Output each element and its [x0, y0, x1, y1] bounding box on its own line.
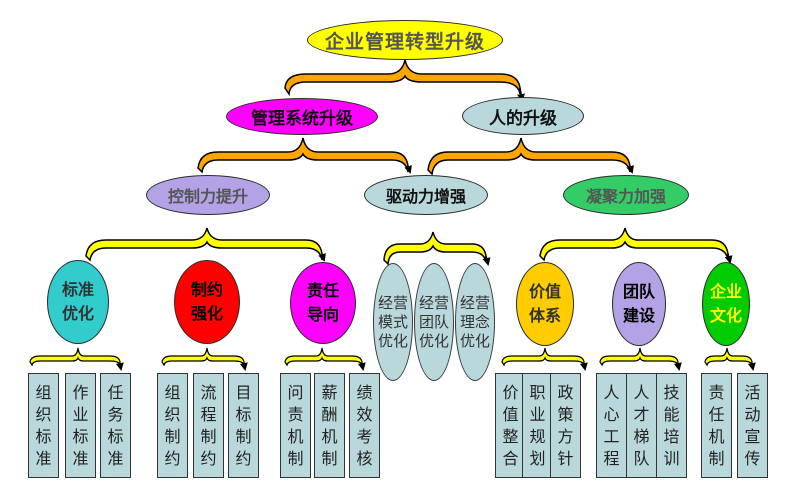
leaf-label: 人 才 梯 队	[633, 382, 650, 468]
team-building-node: 团队 建设	[612, 262, 666, 346]
leaf-box: 责 任 机 制	[701, 373, 732, 478]
leaf-label: 职 业 规 划	[529, 382, 546, 468]
drive-enhancement-node: 驱动力增强	[364, 175, 488, 215]
cohesion-strengthening-node: 凝聚力加强	[563, 175, 689, 215]
cohesion-brace	[539, 227, 729, 262]
leaf-box: 政 策 方 针	[550, 373, 581, 478]
drive-enhancement-label: 驱动力增强	[385, 187, 466, 206]
system-brace	[197, 137, 409, 174]
control-brace	[85, 227, 323, 262]
drive-brace	[383, 231, 487, 266]
leaf-label: 组 织 制 约	[164, 382, 181, 468]
leaf-brackets	[29, 347, 756, 371]
leaf-bracket-arrow	[239, 362, 248, 371]
leaf-box: 任 务 标 准	[100, 373, 131, 478]
leaf-bracket	[29, 347, 121, 367]
standard-optimization-node: 标准 优化	[47, 260, 109, 344]
leaf-label: 责 任 机 制	[708, 382, 725, 468]
leaf-box: 薪 酬 机 制	[314, 373, 345, 478]
drive-item-business-model: 经营 模式 优化	[373, 263, 413, 381]
management-system-upgrade-label: 管理系统升级	[251, 109, 353, 129]
management-system-upgrade-node: 管理系统升级	[226, 98, 378, 135]
leaf-box: 问 责 机 制	[280, 373, 311, 478]
leaf-bracket	[501, 347, 585, 367]
leaf-label: 价 值 整 合	[502, 382, 519, 468]
people-upgrade-node: 人的升级	[462, 97, 584, 135]
leaf-label: 任 务 标 准	[107, 382, 124, 468]
leaf-box: 组 织 标 准	[28, 373, 59, 478]
corporate-culture-label: 企业 文化	[709, 282, 742, 325]
leaf-box: 人 才 梯 队	[626, 373, 657, 478]
leaf-label: 流 程 制 约	[200, 382, 217, 468]
control-improvement-label: 控制力提升	[167, 187, 248, 206]
leaf-box: 人 心 工 程	[596, 373, 627, 478]
leaf-bracket	[284, 347, 363, 367]
leaf-bracket-arrow	[115, 362, 124, 371]
leaf-label: 问 责 机 制	[287, 382, 304, 468]
drive-item-business-team: 经营 团队 优化	[414, 263, 454, 381]
leaf-box: 目 标 制 约	[228, 373, 259, 478]
leaf-label: 绩 效 考 核	[356, 382, 373, 468]
leaf-label: 技 能 培 训	[663, 382, 680, 468]
leaf-bracket-arrow	[579, 362, 588, 371]
leaf-bracket-arrow	[673, 362, 682, 371]
value-system-node: 价值 体系	[516, 262, 574, 346]
root-label: 企业管理转型升级	[324, 30, 485, 53]
leaf-label: 目 标 制 约	[235, 382, 252, 468]
team-building-label: 团队 建设	[622, 282, 655, 325]
leaf-label: 组 织 标 准	[35, 382, 52, 468]
leaf-box: 流 程 制 约	[193, 373, 224, 478]
leaf-bracket	[599, 347, 679, 367]
root-brace	[284, 59, 521, 97]
leaf-bracket	[704, 347, 753, 367]
leaf-box: 作 业 标 准	[65, 373, 96, 478]
drive-item-label: 经营 模式 优化	[377, 293, 408, 350]
constraint-strengthening-label: 制约 强化	[190, 280, 223, 323]
leaf-label: 政 策 方 针	[557, 382, 574, 468]
leaf-box: 绩 效 考 核	[349, 373, 380, 478]
drive-item-business-philosophy: 经营 理念 优化	[455, 263, 495, 381]
responsibility-orientation-label: 责任 导向	[306, 281, 339, 324]
leaf-box: 技 能 培 训	[656, 373, 687, 478]
leaf-bracket-arrow	[357, 362, 366, 371]
leaf-box: 价 值 整 合	[495, 373, 526, 478]
corporate-culture-node: 企业 文化	[702, 262, 750, 346]
leaf-label: 活 动 宣 传	[744, 382, 761, 468]
cohesion-strengthening-label: 凝聚力加强	[585, 187, 666, 206]
leaf-label: 薪 酬 机 制	[321, 382, 338, 468]
leaf-box: 组 织 制 约	[157, 373, 188, 478]
constraint-strengthening-node: 制约 强化	[174, 260, 240, 344]
drive-item-label: 经营 团队 优化	[418, 293, 449, 350]
people-brace	[427, 137, 631, 176]
root-node: 企业管理转型升级	[307, 20, 503, 60]
value-system-label: 价值 体系	[528, 282, 561, 325]
leaf-bracket	[161, 347, 245, 367]
responsibility-orientation-node: 责任 导向	[290, 262, 356, 344]
leaf-bracket-arrow	[747, 362, 756, 371]
leaf-box: 活 动 宣 传	[737, 373, 768, 478]
leaf-box: 职 业 规 划	[522, 373, 553, 478]
drive-item-label: 经营 理念 优化	[459, 293, 490, 350]
leaf-label: 作 业 标 准	[72, 382, 89, 468]
control-improvement-node: 控制力提升	[146, 175, 270, 215]
standard-optimization-label: 标准 优化	[61, 280, 94, 323]
people-upgrade-label: 人的升级	[489, 108, 557, 129]
leaf-label: 人 心 工 程	[603, 382, 620, 468]
